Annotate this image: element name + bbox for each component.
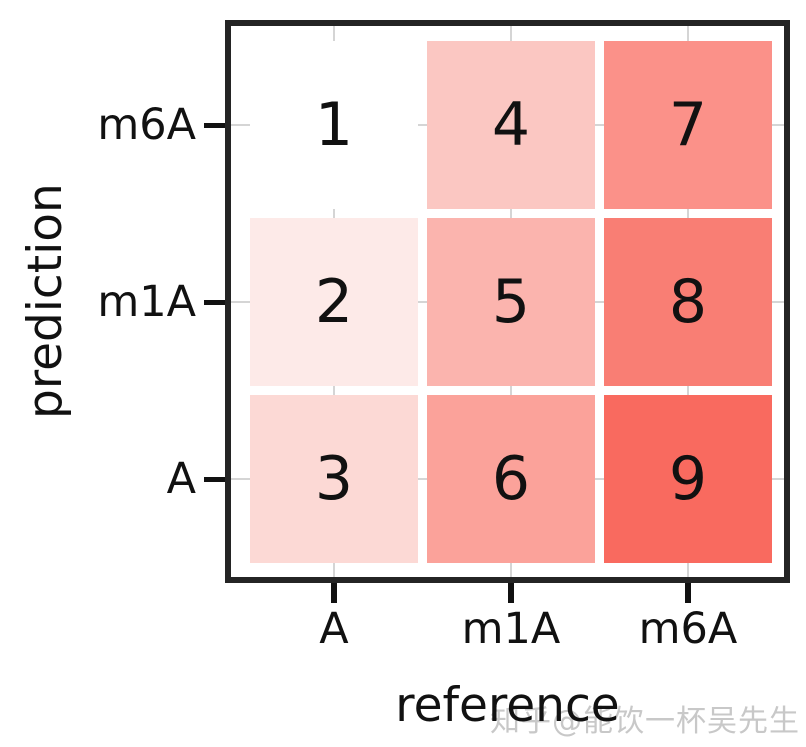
heatmap-cell: 7 (604, 41, 772, 209)
x-tick-mark (508, 583, 514, 603)
cell-value: 1 (314, 90, 354, 160)
heatmap-plot-area: 1 4 7 2 5 8 3 6 9 (225, 20, 790, 583)
cell-value: 3 (314, 444, 354, 514)
heatmap-cell: 2 (250, 218, 418, 386)
heatmap-cell: 9 (604, 395, 772, 563)
x-axis-label: reference (395, 678, 620, 733)
cell-value: 6 (491, 444, 531, 514)
y-tick-label-m1a: m1A (97, 277, 196, 327)
cell-value: 8 (668, 267, 708, 337)
heatmap-cell: 8 (604, 218, 772, 386)
x-tick-label-m1a: m1A (461, 604, 561, 654)
y-tick-label-m6a: m6A (97, 100, 196, 150)
heatmap-cell: 4 (427, 41, 595, 209)
heatmap-cell: 3 (250, 395, 418, 563)
cell-value: 4 (491, 90, 531, 160)
y-tick-mark (204, 300, 226, 305)
x-tick-label-m6a: m6A (638, 604, 738, 654)
x-tick-mark (331, 583, 337, 603)
cell-value: 5 (491, 267, 531, 337)
cell-value: 9 (668, 444, 708, 514)
y-tick-label-a: A (166, 454, 196, 504)
heatmap-cell: 6 (427, 395, 595, 563)
x-tick-label-a: A (319, 604, 349, 654)
y-tick-mark (204, 123, 226, 128)
cell-value: 7 (668, 90, 708, 160)
x-tick-mark (685, 583, 691, 603)
heatmap-cell: 1 (250, 41, 418, 209)
zhihu-watermark: 知乎@能饮一杯吴先生 (490, 704, 800, 739)
cell-value: 2 (314, 267, 354, 337)
y-tick-mark (204, 477, 226, 482)
heatmap-cell: 5 (427, 218, 595, 386)
